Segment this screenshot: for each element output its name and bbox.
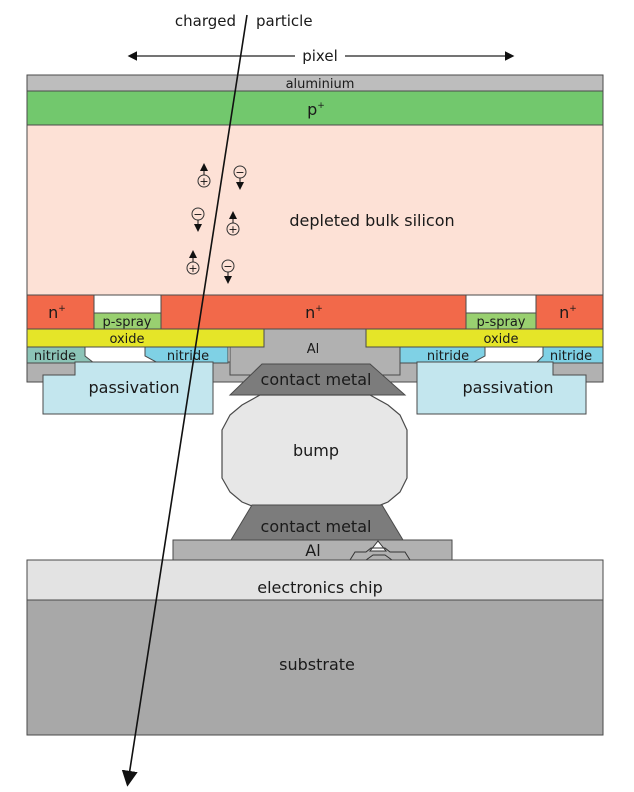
- hole-carrier: +: [226, 211, 240, 236]
- electronics-chip: [26, 559, 604, 601]
- substrate-layer: [26, 599, 604, 736]
- nitride-left-outer: [26, 346, 96, 364]
- passivation-right: [416, 361, 587, 415]
- oxide-label-right: oxide: [483, 332, 518, 347]
- hole-carrier: +: [186, 250, 200, 275]
- depleted-bulk-label: depleted bulk silicon: [289, 211, 454, 230]
- nitride-label-right-outer: nitride: [550, 349, 592, 364]
- p-plus-layer: [26, 90, 604, 126]
- charged-label: charged: [175, 12, 236, 30]
- svg-text:−: −: [235, 166, 244, 179]
- particle-track-arrow: [121, 14, 248, 787]
- depleted-bulk-region: [26, 124, 604, 296]
- n-plus-label-right: n+: [559, 303, 577, 322]
- particle-label: particle: [256, 12, 313, 30]
- svg-text:+: +: [199, 175, 208, 188]
- al-pad-top-label: Al: [307, 342, 320, 357]
- svg-text:−: −: [223, 260, 232, 273]
- electron-carrier: −: [191, 207, 205, 232]
- svg-text:+: +: [228, 223, 237, 236]
- n-plus-implant-right: [535, 294, 604, 330]
- bump-label: bump: [293, 441, 339, 460]
- svg-text:+: +: [188, 262, 197, 275]
- substrate-label: substrate: [279, 655, 355, 674]
- contact-metal-label-lower: contact metal: [261, 517, 372, 536]
- nitride-label-left-outer: nitride: [34, 349, 76, 364]
- al-pad-lower-label: Al: [305, 541, 320, 560]
- hole-carrier: +: [197, 163, 211, 188]
- passivation-label-right: passivation: [463, 378, 554, 397]
- oxide-left: [26, 328, 265, 348]
- n-plus-label-center: n+: [305, 303, 323, 322]
- contact-metal-upper: [228, 363, 407, 396]
- electronics-chip-label: electronics chip: [257, 578, 383, 597]
- nitride-label-left-inner: nitride: [167, 349, 209, 364]
- contact-metal-label-upper: contact metal: [261, 370, 372, 389]
- p-plus-label: p+: [307, 100, 325, 119]
- n-plus-implant-left: [26, 294, 95, 330]
- n-plus-label-left: n+: [48, 303, 66, 322]
- svg-text:−: −: [193, 208, 202, 221]
- p-spray-label-left: p-spray: [103, 315, 152, 330]
- charge-carriers: + − − + +: [186, 163, 247, 284]
- pixel-label: pixel: [302, 47, 338, 65]
- electron-carrier: −: [221, 259, 235, 284]
- n-plus-implant-center: [160, 294, 467, 330]
- passivation-left: [42, 361, 214, 415]
- oxide-label-left: oxide: [109, 332, 144, 347]
- nitride-label-right-inner: nitride: [427, 349, 469, 364]
- passivation-label-left: passivation: [89, 378, 180, 397]
- aluminium-label: aluminium: [286, 77, 355, 92]
- electron-carrier: −: [233, 165, 247, 190]
- p-spray-label-right: p-spray: [477, 315, 526, 330]
- nitride-right-outer: [534, 346, 604, 364]
